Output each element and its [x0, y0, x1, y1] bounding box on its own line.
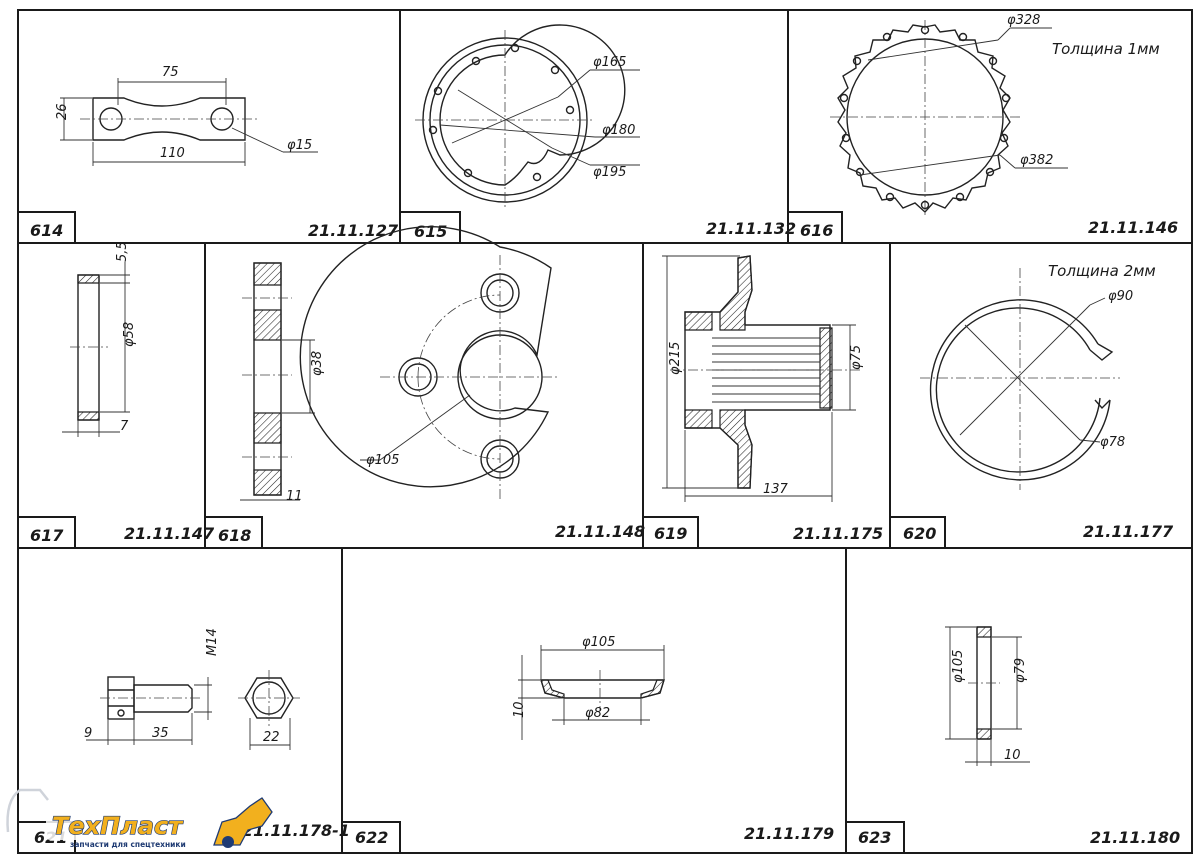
panel-619-code: 21.11.175: [793, 524, 883, 543]
sheet-frame: [17, 9, 1193, 854]
dim-623-105: φ105: [951, 650, 966, 683]
dim-614-length: 110: [160, 146, 185, 161]
part-618-drawing: φ38 11 φ105: [240, 226, 560, 504]
techplast-logo: ТехПласт запчасти для спецтехники: [6, 788, 273, 849]
dim-620-90: φ90: [1108, 289, 1133, 304]
dim-614-spacing: 75: [162, 65, 179, 80]
panel-616-number: 616: [800, 221, 833, 240]
panel-617-code: 21.11.147: [124, 524, 215, 543]
panel-620-number: 620: [903, 524, 936, 543]
dim-616-382: φ382: [1020, 153, 1053, 168]
panel-618-code: 21.11.148: [555, 522, 645, 541]
part-616-drawing: φ328 φ382 Толщина 1мм: [830, 13, 1160, 215]
dim-622-105: φ105: [582, 635, 615, 650]
dim-623-79: φ79: [1013, 658, 1028, 683]
panel-614-code: 21.11.127: [308, 221, 399, 240]
dim-618-11: 11: [286, 489, 303, 504]
panel-614-number: 614: [30, 221, 63, 240]
dim-615-195: φ195: [593, 165, 626, 180]
dim-616-328: φ328: [1007, 13, 1040, 28]
dim-614-height: 26: [55, 103, 70, 120]
dim-620-78: φ78: [1100, 435, 1125, 450]
dim-617-58: φ58: [122, 322, 137, 347]
part-622-drawing: φ105 φ82 10: [512, 635, 665, 740]
logo-excavator-icon: [6, 788, 49, 833]
dim-617-7: 7: [120, 419, 129, 434]
panel-619-number: 619: [654, 524, 687, 543]
dim-621-9: 9: [84, 726, 92, 741]
dim-617-5-5: 5,5: [115, 241, 130, 262]
part-617-drawing: 5,5 φ58 7: [62, 241, 137, 437]
dim-618-38: φ38: [310, 351, 325, 376]
part-619-drawing: φ215 φ75 137: [662, 255, 864, 502]
note-616-thickness: Толщина 1мм: [1052, 40, 1160, 58]
panel-622-number: 622: [355, 828, 388, 847]
dim-623-10: 10: [1004, 748, 1021, 763]
panel-621-code: 21.11.178-1: [242, 821, 350, 840]
panel-615-number: 615: [414, 222, 447, 241]
logo-loader-icon: [213, 797, 273, 846]
panel-623-code: 21.11.180: [1090, 828, 1180, 847]
part-623-drawing: φ105 φ79 10: [945, 626, 1030, 766]
dim-621-m14: M14: [205, 628, 220, 656]
part-614-drawing: 75 26 110 φ15: [55, 65, 318, 166]
logo-tagline: запчасти для спецтехники: [70, 840, 186, 849]
dim-615-165: φ165: [593, 55, 626, 70]
panel-618-number: 618: [218, 526, 251, 545]
dim-622-82: φ82: [585, 706, 610, 721]
dim-618-105: φ105: [366, 453, 399, 468]
dim-619-75: φ75: [849, 345, 864, 370]
dim-621-22: 22: [263, 730, 280, 745]
part-615-drawing: φ165 φ180 φ195: [415, 24, 640, 210]
part-621-drawing: M14 9 35 22: [84, 628, 300, 750]
logo-wheel-icon: [222, 836, 234, 848]
dim-615-180: φ180: [602, 123, 635, 138]
part-620-drawing: φ90 φ78 Толщина 2мм: [920, 262, 1156, 490]
note-620-thickness: Толщина 2мм: [1048, 262, 1156, 280]
dim-622-10: 10: [512, 701, 527, 718]
panel-622-code: 21.11.179: [744, 824, 834, 843]
panel-620-code: 21.11.177: [1083, 522, 1174, 541]
panel-623-number: 623: [858, 828, 891, 847]
panel-615-code: 21.11.132: [706, 219, 796, 238]
panel-616-code: 21.11.146: [1088, 218, 1178, 237]
panel-617-number: 617: [30, 526, 64, 545]
dim-614-hole: φ15: [287, 138, 312, 153]
dim-619-137: 137: [763, 482, 789, 497]
dim-621-35: 35: [152, 726, 169, 741]
dim-619-215: φ215: [668, 342, 683, 375]
logo-brand: ТехПласт: [52, 812, 184, 840]
